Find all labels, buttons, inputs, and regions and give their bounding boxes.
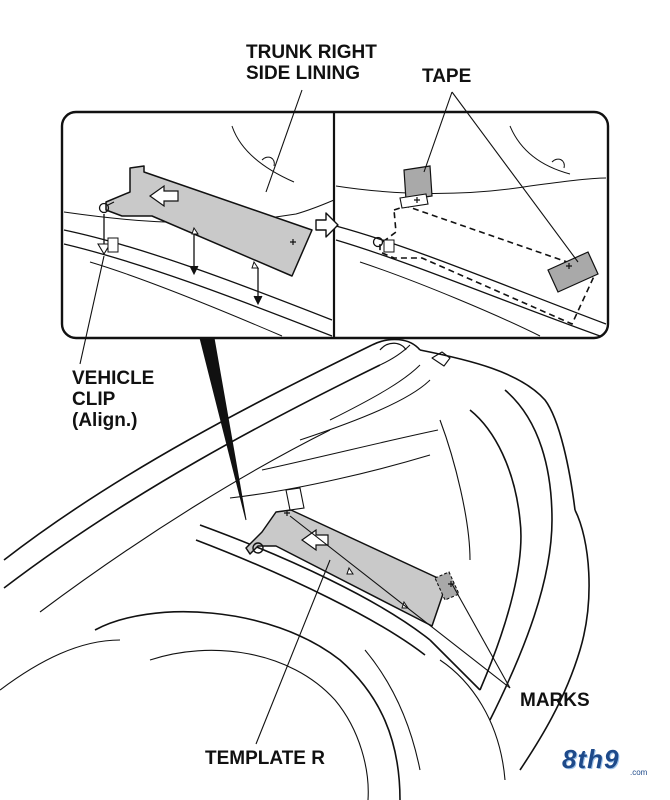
site-logo: 8th9 .com: [560, 742, 666, 782]
template-arrow-icon: [300, 528, 329, 552]
logo-text: 8th9: [562, 744, 620, 774]
clip-label-line1: VEHICLE: [72, 368, 155, 389]
template-r-label: TEMPLATE R: [205, 748, 325, 769]
trunk-right-side-lining-label: TRUNK RIGHT SIDE LINING: [246, 42, 377, 84]
clip-label-line3: (Align.): [72, 410, 138, 431]
logo-sub: .com: [630, 768, 648, 777]
vehicle-clip-label: VEHICLE CLIP (Align.): [72, 368, 154, 431]
template-r-shape: [245, 487, 460, 627]
marks-label: MARKS: [520, 690, 590, 711]
tape-piece-top: [403, 165, 433, 201]
tape-label: TAPE: [422, 66, 472, 87]
clip-label-line2: CLIP: [72, 389, 116, 410]
inset-right: [335, 125, 607, 337]
inset-left: [63, 125, 335, 337]
callout-wedge: [199, 337, 247, 521]
template-outline-inset-right: [372, 165, 599, 325]
trunk-body-drawing: [0, 338, 590, 800]
trunk-label-line2: SIDE LINING: [246, 63, 361, 84]
arrow-right-icon: [315, 212, 339, 238]
template-r-inset-left: [97, 165, 313, 306]
trunk-label-line1: TRUNK RIGHT: [246, 42, 377, 63]
leader-lines: [79, 89, 579, 745]
